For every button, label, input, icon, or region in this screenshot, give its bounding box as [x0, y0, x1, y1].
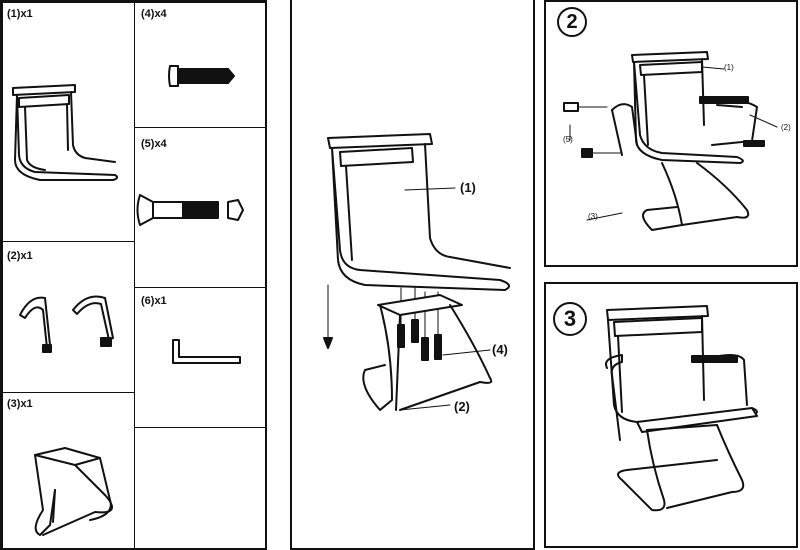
long-bolt-icon	[136, 194, 244, 226]
allen-key-icon	[172, 339, 241, 364]
part-label-long-bolt: (5)x4	[141, 138, 167, 150]
part-label-allen-key: (6)x1	[141, 295, 167, 307]
armrest-part-icon	[19, 295, 114, 353]
sled-base-part-icon	[34, 447, 114, 536]
part-cell-empty	[134, 427, 267, 550]
part-label-base: (3)x1	[7, 398, 33, 410]
part-label-armrests: (2)x1	[7, 250, 33, 262]
step1-assembly-drawing	[323, 133, 511, 411]
step2-callout-base: (3)	[588, 212, 598, 221]
step2-callout-bolt: (5)	[563, 135, 573, 144]
step2-number-badge: 2	[557, 7, 587, 37]
step2-callout-armrest: (2)	[781, 123, 791, 132]
step2-callout-seat: (1)	[724, 63, 734, 72]
step1-callout-screws: (4)	[492, 342, 508, 357]
step2-assembly-drawing	[563, 51, 778, 231]
step1-callout-base: (2)	[454, 399, 470, 414]
short-screw-icon	[168, 65, 235, 87]
step2-panel	[544, 0, 798, 267]
step1-panel	[290, 0, 535, 550]
step1-callout-seat: (1)	[460, 180, 476, 195]
part-label-short-screw: (4)x4	[141, 8, 167, 20]
seat-back-part-icon	[12, 84, 119, 181]
part-label-seat: (1)x1	[7, 8, 33, 20]
step3-finished-chair-drawing	[605, 305, 758, 512]
step3-number-badge: 3	[553, 302, 587, 336]
